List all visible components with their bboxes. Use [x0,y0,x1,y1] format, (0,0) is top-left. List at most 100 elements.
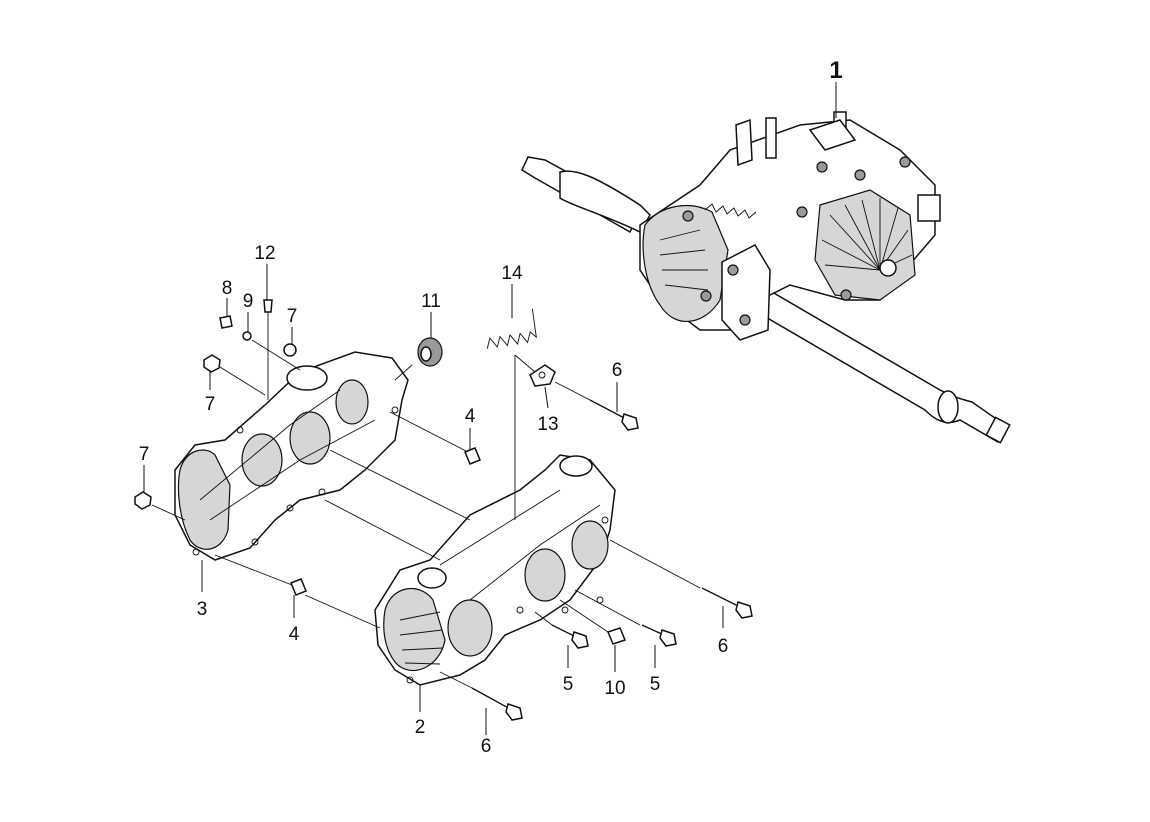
callout-10: 10 [604,678,625,699]
housing-bolt [840,289,852,301]
right-case-edges [439,489,601,601]
housing-bolt [854,169,866,181]
cooling-fan [814,189,916,301]
callout-13: 13 [537,414,558,435]
assembly-line [389,411,469,453]
housing-bolt [796,206,808,218]
callout-5a: 5 [563,674,574,695]
callout-12: 12 [254,243,275,264]
case-hole [318,488,326,496]
case-hole [406,676,414,684]
bell-ribs [659,229,709,291]
housing-bolt [816,161,828,173]
bolt-shank [589,399,629,421]
bolt-head [571,631,589,649]
left-case-bell [177,449,231,550]
case-hole [391,406,399,414]
assembly-line [534,611,553,626]
nut-part [203,354,221,373]
callout-11: 11 [421,291,441,312]
housing-bolt [700,290,712,302]
right-case-half [374,454,616,686]
transaxle-assembly [521,111,1011,444]
right-case-bore [524,548,566,602]
housing-bolt [682,210,694,222]
left-case-bore [335,379,369,425]
callout-6b: 6 [718,636,729,657]
left-case-bore [241,433,283,487]
right-case-end [383,587,446,672]
callout-9: 9 [243,291,254,312]
case-hole [192,548,200,556]
shift-lever [808,119,857,151]
spring-part [486,308,537,349]
bolt-head [505,703,523,721]
side-block [917,194,941,222]
flange-bolt [739,314,751,326]
callout-5b: 5 [650,674,661,695]
plug-part [606,627,627,645]
housing-spring [704,203,757,219]
assembly-line [151,504,186,521]
right-case-bore [571,520,609,570]
assembly-line [219,366,266,396]
plate-hole [538,371,546,379]
assembly-lines [151,312,701,689]
flange-bolt [727,264,739,276]
dowel-pin-part [464,447,481,465]
nut-part [134,491,152,510]
bolt-part [219,315,233,329]
assembly-line [554,381,591,401]
callout-1: 1 [829,57,842,84]
axle-left-tube [559,170,651,233]
callout-4b: 4 [289,624,300,645]
fan-fins [821,198,913,271]
assembly-line [214,554,293,586]
left-case-half [174,351,409,561]
callout-4a: 4 [465,406,476,427]
transaxle-left-bell [642,204,729,322]
left-case-boss [286,365,328,391]
assembly-line [439,671,473,689]
control-shaft [765,117,777,159]
callout-2: 2 [415,717,426,738]
housing-bolt [899,156,911,168]
axle-right-end [985,416,1011,444]
nut-part [283,343,297,357]
assembly-line [251,339,301,371]
left-case-edges [199,389,376,521]
assembly-line [304,594,381,629]
right-case-boss [559,455,593,477]
callout-7b: 7 [205,394,216,415]
bolt-head [621,413,639,431]
plate-part [529,364,556,387]
case-hole [251,538,259,546]
bolt-shank [471,687,513,711]
assembly-line [329,449,471,521]
leader-13 [544,386,549,409]
assembly-line [559,599,609,633]
assembly-line [514,354,536,373]
small-parts [134,299,753,721]
axle-right-collar [937,390,959,424]
callout-7c: 7 [139,444,150,465]
assembly-line [609,539,701,589]
assembly-line [574,589,641,626]
callout-3: 3 [197,599,208,620]
transaxle-flange [721,244,771,341]
left-case-bore [289,411,331,465]
callout-leaders [143,82,837,735]
seal-inner [420,346,432,362]
case-hole [516,606,524,614]
washer-part [242,331,252,341]
callout-8: 8 [222,278,233,299]
dowel-pin-part [290,578,307,596]
right-case-boss [417,567,447,589]
axle-right-tube [743,284,1006,444]
assembly-line [324,499,441,561]
callout-7a: 7 [287,306,298,327]
bracket [735,118,753,167]
right-case-ribs [399,611,444,665]
